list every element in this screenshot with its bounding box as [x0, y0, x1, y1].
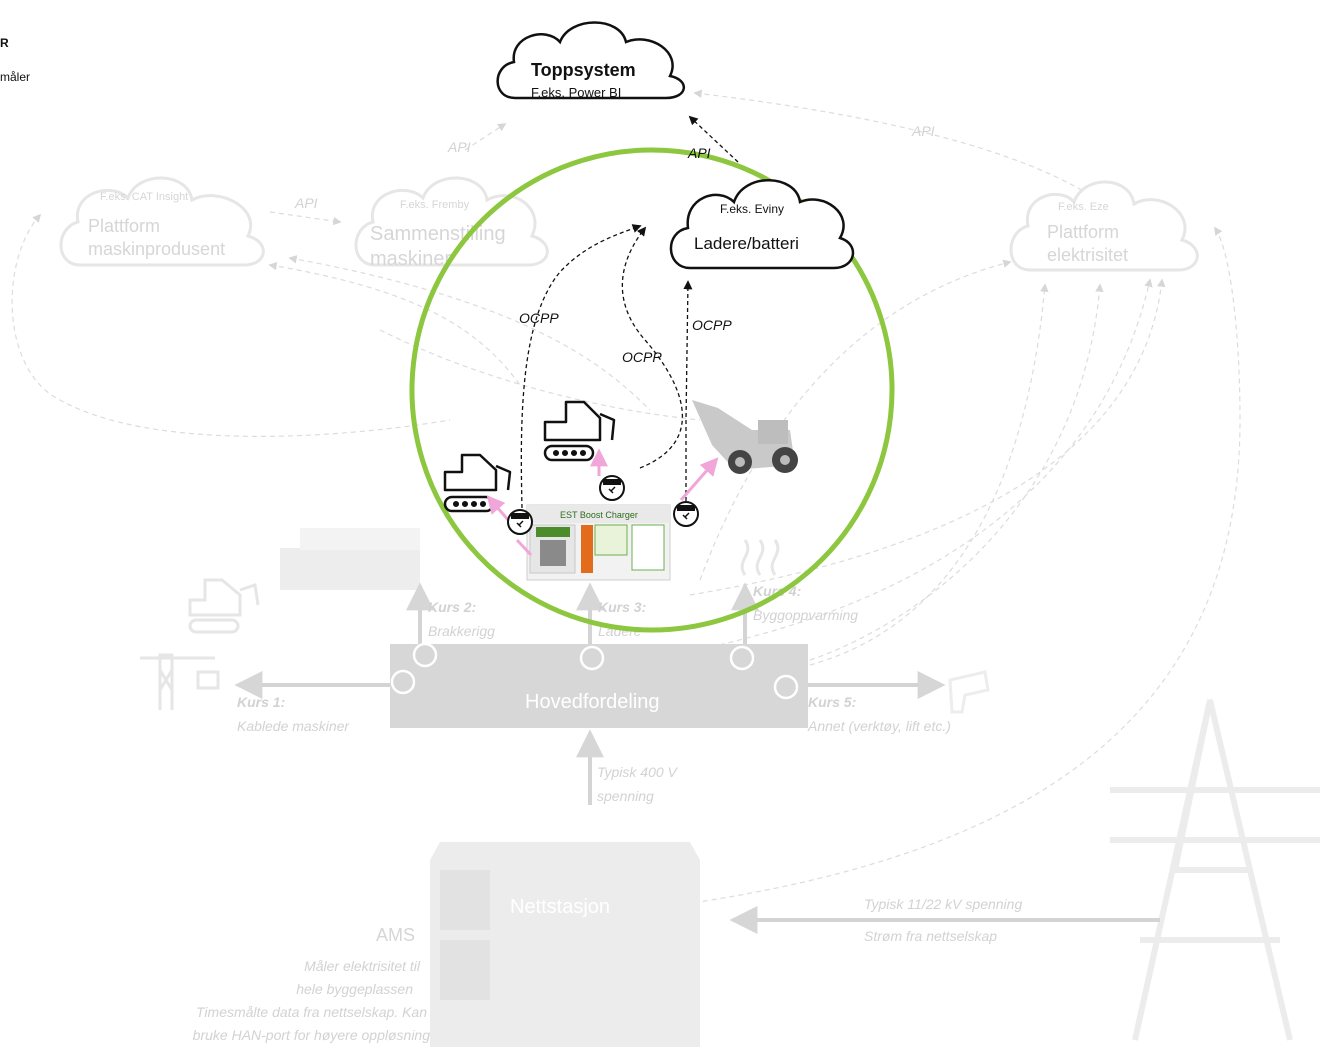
eze-cloud: F.eks. Eze Plattform elektrisitet — [1009, 180, 1199, 272]
api-label: API — [911, 123, 935, 139]
meter-icon — [579, 645, 605, 671]
kurs-arrows — [234, 582, 1160, 934]
charger-cloud-example: F.eks. Eviny — [720, 202, 784, 216]
brakkerigg-icon — [280, 528, 420, 590]
heating-icon — [740, 539, 780, 576]
toppsystem-title: Toppsystem — [531, 60, 636, 80]
faded-meters — [390, 642, 799, 700]
eze-cloud-example: F.eks. Eze — [1058, 201, 1109, 213]
grid-line2: Strøm fra nettselskap — [864, 928, 997, 944]
meter-icon — [729, 645, 755, 671]
ams-line1: Måler elektrisitet til — [304, 958, 421, 974]
meter-icon — [412, 642, 438, 668]
kurs-labels: Kurs 1: Kablede maskiner Kurs 2: Brakker… — [237, 583, 951, 734]
ams-line4: bruke HAN-port for høyere oppløsning — [193, 1027, 431, 1043]
excavator-icon — [543, 400, 616, 462]
cloud-shape — [1009, 180, 1199, 272]
ocpp-label: OCPP — [692, 317, 732, 333]
ams-line3: Timesmålte data fra nettselskap. Kan — [196, 1004, 427, 1020]
api-label: API — [687, 145, 711, 161]
toppsystem-subtitle: F.eks. Power BI — [531, 85, 621, 100]
eze-cloud-line2: elektrisitet — [1047, 245, 1128, 265]
kurs-2-desc: Brakkerigg — [428, 623, 495, 639]
kurs-3-name: Kurs 3: — [598, 599, 646, 615]
legend: R måler — [0, 36, 30, 84]
nettstasjon-label: Nettstasjon — [510, 896, 610, 918]
kurs-4-desc: Byggoppvarming — [753, 607, 858, 623]
ams-title: AMS — [376, 925, 415, 945]
voltage-line2: spenning — [597, 788, 654, 804]
kurs-1-desc: Kablede maskiner — [237, 718, 350, 734]
ocpp-connections — [520, 115, 739, 509]
kurs-2-name: Kurs 2: — [428, 599, 476, 615]
hovedfordeling-panel: Hovedfordeling — [390, 644, 808, 728]
fremby-cloud-line2: maskiner — [370, 248, 451, 270]
eze-cloud-line1: Plattform — [1047, 222, 1119, 242]
ams-line2: hele byggeplassen — [296, 981, 413, 997]
voltage-line1: Typisk 400 V — [597, 764, 679, 780]
fremby-cloud-example: F.eks. Fremby — [400, 199, 470, 211]
cloud-shape — [59, 176, 265, 267]
charger-container: EST Boost Charger — [526, 504, 671, 581]
meter-icon — [773, 674, 799, 700]
hovedfordeling-label: Hovedfordeling — [525, 691, 660, 713]
cat-cloud-line2: maskinprodusent — [88, 239, 225, 259]
wheel-loader-icon — [692, 400, 798, 474]
charger-meters — [507, 475, 699, 535]
kurs-5-name: Kurs 5: — [808, 694, 856, 710]
charger-cloud-label: Ladere/batteri — [694, 234, 799, 253]
api-label: API — [294, 195, 318, 211]
api-label: API — [447, 139, 471, 155]
legend-heading: R — [0, 36, 9, 50]
crane-icon — [140, 653, 220, 710]
cloud-shape — [496, 21, 685, 100]
nettstasjon-building — [430, 842, 700, 1047]
cloud-shape — [669, 179, 855, 270]
toppsystem-cloud: Toppsystem F.eks. Power BI — [496, 21, 685, 100]
kurs-5-desc: Annet (verktøy, lift etc.) — [807, 718, 951, 734]
charger-cloud: F.eks. Eviny Ladere/batteri — [669, 179, 855, 270]
faded-excavator-icon — [188, 578, 260, 634]
fremby-cloud-line1: Sammenstilling — [370, 223, 506, 245]
energy-flow-arrows — [486, 448, 719, 557]
container-brand: EST Boost Charger — [560, 510, 638, 520]
power-pylon-icon — [1110, 699, 1320, 1041]
excavator-icon — [443, 453, 512, 513]
cat-cloud: F.eks. CAT Insight Plattform maskinprodu… — [59, 176, 265, 267]
focus-ring — [409, 147, 895, 633]
meter-icon — [673, 501, 699, 527]
cat-cloud-example: F.eks. CAT Insight — [100, 191, 188, 203]
ocpp-label: OCPP — [622, 349, 662, 365]
fremby-cloud: F.eks. Fremby Sammenstilling maskiner — [354, 176, 549, 270]
grid-line1: Typisk 11/22 kV spenning — [864, 896, 1022, 912]
meter-icon — [599, 475, 625, 501]
meter-icon — [507, 509, 533, 535]
tool-icon — [948, 670, 990, 714]
cloud-shape — [354, 176, 549, 267]
cat-cloud-line1: Plattform — [88, 216, 160, 236]
kurs-1-name: Kurs 1: — [237, 694, 285, 710]
ocpp-label: OCPP — [519, 310, 559, 326]
legend-item: måler — [0, 70, 31, 84]
meter-icon — [390, 669, 416, 695]
